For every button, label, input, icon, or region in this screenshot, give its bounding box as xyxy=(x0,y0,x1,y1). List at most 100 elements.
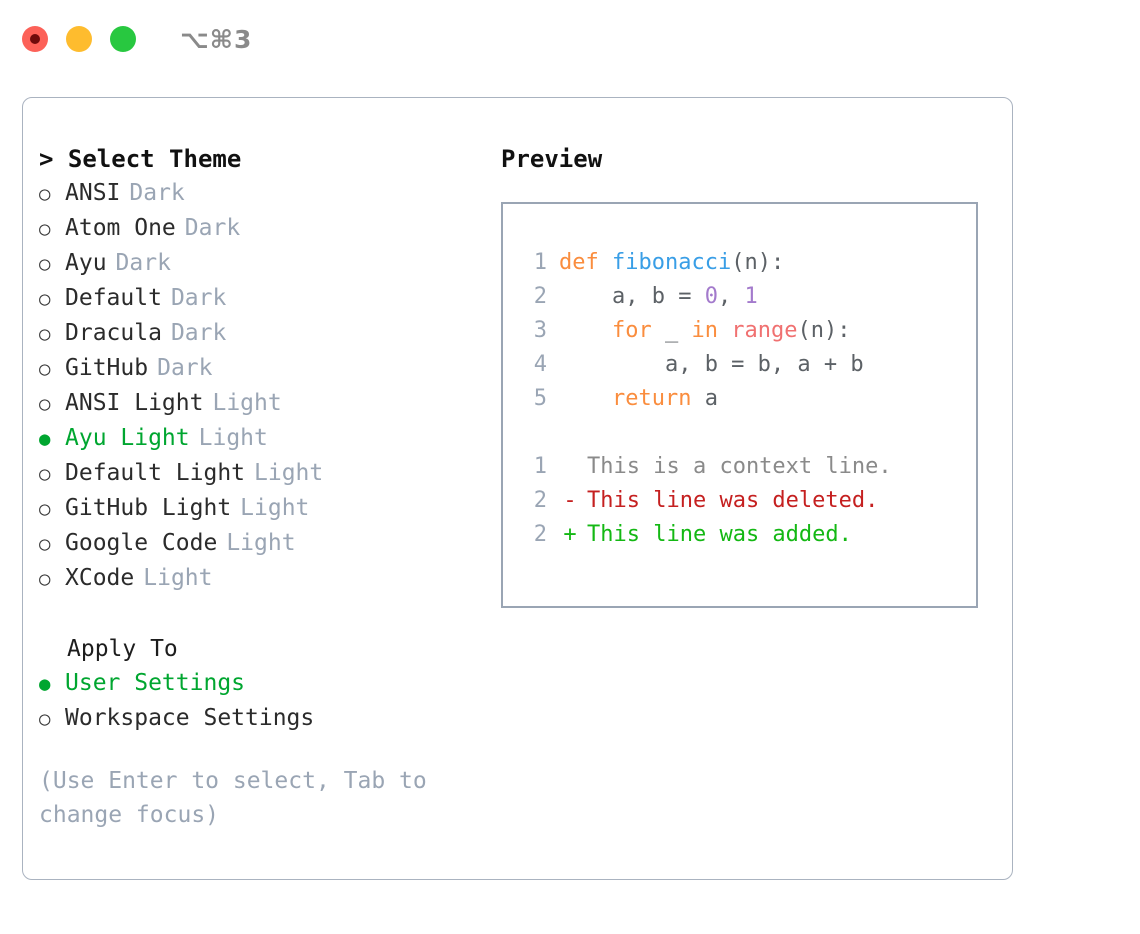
diff-line-number: 1 xyxy=(533,454,547,479)
diff-line-text: This is a context line. xyxy=(587,454,892,479)
theme-option-label: ANSI xyxy=(65,180,121,206)
diff-sign: - xyxy=(563,488,577,513)
diff-line-context: 1 This is a context line. xyxy=(521,450,976,484)
radio-selected-icon: ● xyxy=(39,428,51,450)
code-token-plain xyxy=(718,314,731,348)
theme-option-variant: Dark xyxy=(115,250,171,276)
apply-to-option-user-settings[interactable]: ● User Settings xyxy=(39,666,479,701)
theme-option-label: Google Code xyxy=(65,530,218,556)
radio-unselected-icon: ○ xyxy=(39,568,51,590)
code-line: 4 a, b = b, a + b xyxy=(521,348,976,382)
theme-option-github[interactable]: ○ GitHub Dark xyxy=(39,351,479,386)
theme-option-variant: Dark xyxy=(184,215,241,241)
code-token-plain xyxy=(559,314,612,348)
code-token-keyword: def xyxy=(559,250,612,275)
radio-unselected-icon: ○ xyxy=(39,183,51,205)
radio-unselected-icon: ○ xyxy=(39,288,51,310)
code-token-plain xyxy=(559,382,612,416)
theme-option-label: Default xyxy=(65,285,162,311)
code-line: 3 for _ in range(n): xyxy=(521,314,976,348)
diff-line-text: This line was added. xyxy=(587,522,852,547)
diff-sample: 1 This is a context line. 2-This line was… xyxy=(521,450,976,552)
hint-spacer xyxy=(39,736,479,764)
code-token-plain: , xyxy=(717,284,745,309)
code-token-plain: _ xyxy=(651,318,692,343)
minimize-button[interactable] xyxy=(66,26,92,52)
code-line: 1 def fibonacci(n): xyxy=(521,246,976,280)
theme-option-label: Default Light xyxy=(65,460,246,486)
theme-option-variant: Light xyxy=(198,425,268,451)
diff-sign xyxy=(559,450,581,484)
keyboard-shortcut-label: ⌥⌘3 xyxy=(180,24,253,54)
radio-unselected-icon: ○ xyxy=(39,218,51,240)
radio-unselected-icon: ○ xyxy=(39,358,51,380)
theme-option-label: GitHub xyxy=(65,355,149,381)
radio-unselected-icon: ○ xyxy=(39,533,51,555)
theme-option-label: XCode xyxy=(65,565,135,591)
theme-option-variant: Light xyxy=(240,495,310,521)
code-line: 2 a, b = 0, 1 xyxy=(521,280,976,314)
radio-unselected-icon: ○ xyxy=(39,253,51,275)
theme-option-ayu-light[interactable]: ● Ayu Light Light xyxy=(39,421,479,456)
close-button[interactable] xyxy=(22,26,48,52)
theme-option-default[interactable]: ○ Default Dark xyxy=(39,281,479,316)
radio-unselected-icon: ○ xyxy=(39,323,51,345)
theme-option-label: Ayu Light xyxy=(65,425,190,451)
apply-to-option-label: User Settings xyxy=(65,670,246,696)
theme-option-github-light[interactable]: ○ GitHub Light Light xyxy=(39,491,479,526)
theme-option-ayu[interactable]: ○ Ayu Dark xyxy=(39,246,479,281)
diff-line-number: 2 xyxy=(533,522,547,547)
theme-option-variant: Dark xyxy=(129,180,185,206)
code-diff-separator xyxy=(521,416,976,450)
theme-option-label: Ayu xyxy=(65,250,107,276)
theme-option-label: Atom One xyxy=(65,215,176,241)
code-token-plain: (n): xyxy=(797,318,851,343)
theme-option-default-light[interactable]: ○ Default Light Light xyxy=(39,456,479,491)
theme-option-label: GitHub Light xyxy=(65,495,232,521)
code-line-number: 2 xyxy=(533,284,547,309)
code-token-keyword: in xyxy=(691,318,718,343)
diff-line-text: This line was deleted. xyxy=(587,488,879,513)
code-line-number: 1 xyxy=(533,250,547,275)
theme-option-ansi[interactable]: ○ ANSI Dark xyxy=(39,176,479,211)
preview-title: Preview xyxy=(501,145,603,173)
theme-option-variant: Dark xyxy=(157,355,213,381)
radio-selected-icon: ● xyxy=(39,673,51,695)
code-token-number: 1 xyxy=(744,284,758,309)
theme-option-variant: Dark xyxy=(170,285,227,311)
theme-option-label: ANSI Light xyxy=(65,390,204,416)
radio-unselected-icon: ○ xyxy=(39,708,51,730)
radio-unselected-icon: ○ xyxy=(39,463,51,485)
diff-line-number: 2 xyxy=(533,488,547,513)
code-token-plain: (n): xyxy=(731,250,785,275)
theme-option-atom-one[interactable]: ○ Atom One Dark xyxy=(39,211,479,246)
section-spacer xyxy=(39,596,479,632)
code-line-number: 5 xyxy=(533,386,547,411)
radio-unselected-icon: ○ xyxy=(39,393,51,415)
theme-option-variant: Light xyxy=(254,460,324,486)
maximize-button[interactable] xyxy=(110,26,136,52)
apply-to-list: ● User Settings ○Workspace Settings xyxy=(39,666,479,736)
code-line-number: 4 xyxy=(533,352,547,377)
apply-to-option-workspace-settings[interactable]: ○Workspace Settings xyxy=(39,701,479,736)
apply-to-heading: Apply To xyxy=(67,636,178,662)
code-token-func: fibonacci xyxy=(611,250,732,275)
code-token-keyword: return xyxy=(611,386,692,411)
diff-sign: + xyxy=(563,522,577,547)
code-token-plain: a, b = b, a + b xyxy=(559,352,864,377)
radio-unselected-icon: ○ xyxy=(39,498,51,520)
code-token-keyword: for xyxy=(611,318,652,343)
page-title: > Select Theme xyxy=(39,145,242,173)
code-token-plain: a xyxy=(691,386,718,411)
